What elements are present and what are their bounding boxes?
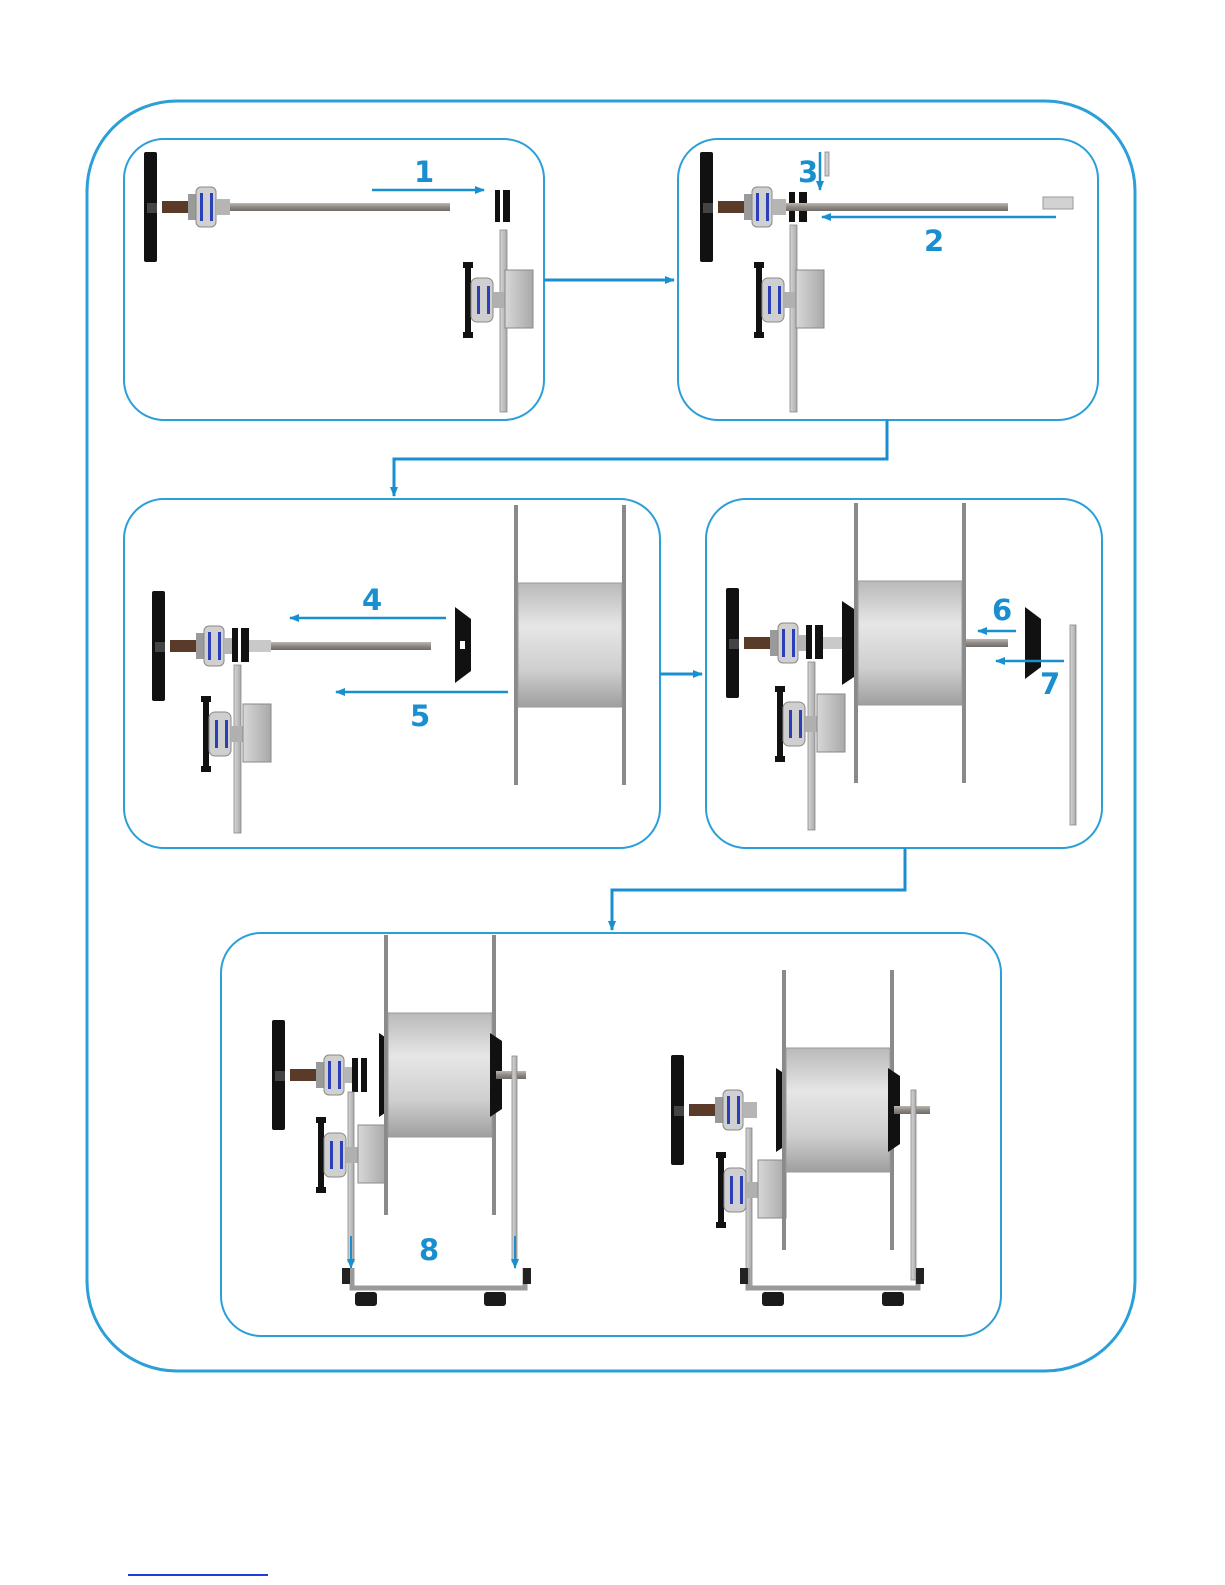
step-label-6: 6: [992, 593, 1012, 627]
step-label-7: 7: [1040, 667, 1060, 701]
threaded-rod-icon: [230, 203, 450, 211]
step-label-8: 8: [419, 1233, 439, 1267]
panel-4-drawing: 6 7: [726, 503, 1076, 830]
footer-link-underline: [128, 1574, 268, 1576]
panel-2-drawing: 3 2: [700, 152, 1073, 412]
panel-3-drawing: 4 5: [152, 505, 626, 833]
bearing-icon: [162, 187, 230, 227]
panel-1-drawing: 1: [144, 152, 533, 412]
knob-icon: [144, 152, 157, 262]
step-label-1: 1: [414, 155, 434, 189]
step-label-5: 5: [410, 699, 430, 733]
panel-5-right-drawing: [671, 970, 930, 1306]
bushing-icon: [1043, 197, 1073, 209]
step-label-2: 2: [924, 224, 944, 258]
base-frame: [352, 1268, 525, 1288]
spool-icon: [514, 505, 626, 785]
flow-connectors: [394, 280, 905, 930]
step-label-4: 4: [362, 583, 382, 617]
panel-5-left-drawing: 8: [272, 935, 531, 1306]
motor-icon: [463, 262, 533, 338]
panel-step-2-3: [678, 139, 1098, 420]
foot-icon: [355, 1292, 377, 1306]
step-label-3: 3: [798, 155, 818, 189]
